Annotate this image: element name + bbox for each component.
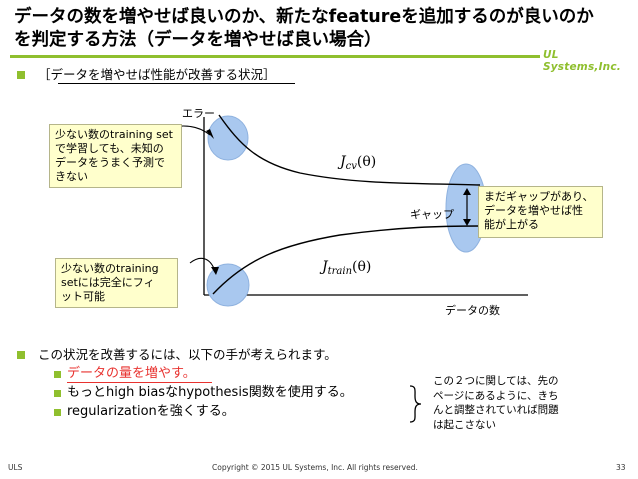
- remedy-item-high-bias: もっとhigh biasなhypothesis関数を使用する。: [67, 385, 353, 400]
- footer-copyright: Copyright © 2015 UL Systems, Inc. All ri…: [212, 463, 418, 472]
- cv-error-curve: [218, 114, 481, 186]
- train-curve-label: Jtrain(θ): [319, 259, 371, 277]
- remedy-item-underline: [67, 382, 212, 383]
- bullet-heading-underline: [58, 83, 295, 84]
- callout-train-small-data: 少ない数のtraining setには完全にフィ ット可能: [55, 258, 178, 308]
- callout-gap-remaining: まだギャップがあり、 データを増やせば性 能が上がる: [478, 186, 603, 238]
- callout-arrow-bottom-head-icon: [211, 267, 219, 275]
- brace-icon: [409, 385, 422, 423]
- slide-title: データの数を増やせば良いのか、新たなfeatureを追加するのが良いのか を判定…: [14, 6, 614, 52]
- remedy-item-more-data: データの量を増やす。: [67, 366, 196, 381]
- bullet-heading: ［データを増やせば性能が改善する状況］: [38, 67, 276, 82]
- callout-line: 能が上がる: [484, 218, 539, 231]
- bullet-improve-heading: この状況を改善するには、以下の手が考えられます。: [38, 347, 337, 362]
- bullet-square-icon: [17, 71, 25, 79]
- sub-bullet-icon: [54, 390, 61, 397]
- note-line: ページにあるように、きち: [433, 389, 559, 402]
- learning-curve-chart: Jcv(θ) Jtrain(θ): [147, 114, 528, 307]
- note-line: んと調整されていれば問題: [433, 404, 559, 416]
- train-error-curve: [212, 225, 481, 295]
- gap-arrow-up-icon: [463, 188, 471, 195]
- title-underline: [10, 55, 540, 58]
- cv-start-highlight: [207, 115, 249, 161]
- callout-line: で学習しても、未知の: [55, 142, 164, 155]
- sub-bullet-icon: [54, 409, 61, 416]
- callout-cv-small-data: 少ない数のtraining set で学習しても、未知の データをうまく予測で …: [49, 124, 182, 188]
- cv-curve-label: Jcv(θ): [337, 154, 376, 172]
- bullet-square-icon: [17, 351, 25, 359]
- callout-arrow-bottom: [189, 257, 216, 272]
- note-text: この２つに関しては、先の ページにあるように、きち んと調整されていれば問題 は…: [433, 374, 559, 432]
- callout-line: データをうまく予測で: [55, 156, 165, 169]
- x-axis-label: データの数: [445, 304, 500, 317]
- slide-title-line-2: を判定する方法（データを増やせば良い場合）: [14, 30, 382, 50]
- company-logo: UL Systems,Inc.: [543, 49, 621, 73]
- train-start-highlight: [206, 263, 250, 307]
- gap-label: ギャップ: [410, 208, 454, 221]
- footer-left: ULS: [8, 463, 23, 472]
- callout-line: まだギャップがあり、: [484, 190, 594, 203]
- callout-line: データを増やせば性: [484, 204, 583, 217]
- note-line: は起こさない: [433, 418, 496, 431]
- remedy-item-regularization: regularizationを強くする。: [67, 404, 235, 419]
- callout-line: 少ない数のtraining set: [55, 128, 173, 141]
- callout-line: きない: [55, 170, 88, 183]
- page-number: 33: [616, 463, 626, 472]
- callout-arrow-top-head-icon: [206, 129, 214, 139]
- gap-arrow-down-icon: [463, 219, 471, 226]
- callout-line: setには完全にフィ: [61, 276, 155, 289]
- callout-line: 少ない数のtraining: [61, 262, 159, 275]
- sub-bullet-icon: [54, 371, 61, 378]
- slide-title-line-1: データの数を増やせば良いのか、新たなfeatureを追加するのが良いのか: [14, 7, 594, 27]
- note-line: この２つに関しては、先の: [433, 375, 559, 387]
- callout-line: ット可能: [61, 290, 105, 303]
- y-axis-label: エラー: [182, 107, 215, 120]
